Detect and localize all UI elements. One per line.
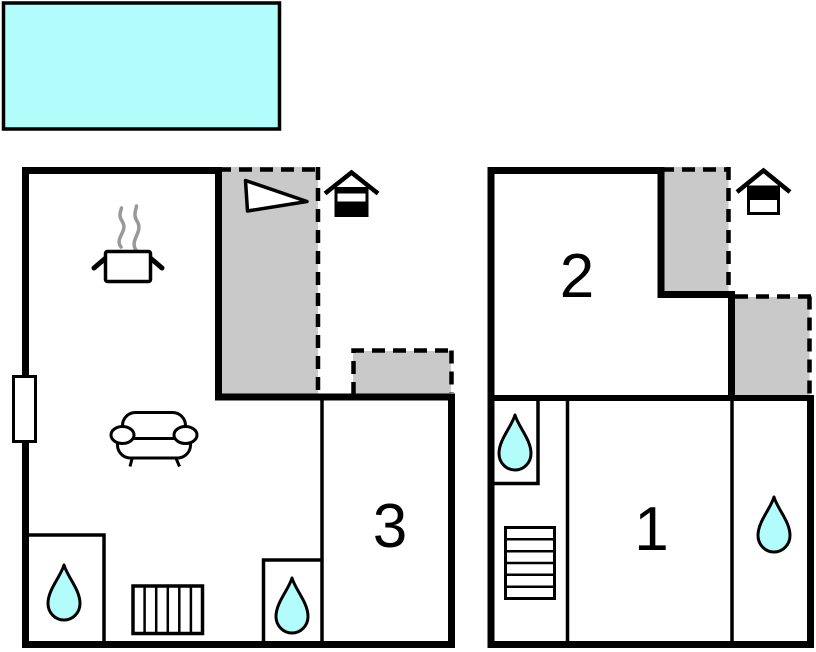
terrace-area xyxy=(664,167,729,295)
sofa-armrest xyxy=(172,425,199,445)
left-floor-plan: 3 xyxy=(12,167,455,648)
bathroom-partition xyxy=(494,401,540,486)
house-roof xyxy=(735,167,792,194)
terrace-area xyxy=(353,351,451,394)
house-entrance-icon xyxy=(323,169,380,217)
house-roof xyxy=(323,169,380,196)
sofa-icon xyxy=(109,411,199,468)
terrace-dashed-border xyxy=(661,167,731,294)
steam-icon xyxy=(132,204,141,252)
radiator-fins xyxy=(143,586,193,634)
terrace-dashed-border xyxy=(351,348,454,395)
room-label: 3 xyxy=(373,492,407,561)
steam-icon xyxy=(117,206,126,249)
house-outline xyxy=(747,185,780,215)
terrace-dashed-border xyxy=(735,294,812,395)
direction-triangle-icon xyxy=(243,178,309,213)
house-black-half xyxy=(336,201,367,216)
window-marker xyxy=(12,375,37,443)
terrace-dashed-border xyxy=(218,167,321,395)
water-drop-icon xyxy=(274,576,310,635)
water-drop-icon xyxy=(46,563,82,622)
terrace-area xyxy=(735,297,810,395)
pot-body xyxy=(103,249,153,284)
room-label: 1 xyxy=(634,495,668,564)
stairs-icon xyxy=(504,526,556,600)
room-label: 2 xyxy=(560,242,594,311)
bathroom-partition xyxy=(24,533,106,643)
house-black-half xyxy=(748,186,779,200)
interior-wall xyxy=(565,401,734,643)
cooking-pot-icon xyxy=(91,204,165,284)
sofa-armrest xyxy=(109,425,136,445)
stairs-steps xyxy=(505,538,555,588)
exterior-wall xyxy=(487,167,814,648)
water-drop-icon xyxy=(756,495,792,554)
water-drop-icon xyxy=(497,413,533,472)
radiator-icon xyxy=(131,584,205,636)
swimming-pool xyxy=(1,1,282,131)
right-floor-plan: 2 1 xyxy=(487,167,814,648)
house-entrance-icon xyxy=(735,167,792,215)
bathroom-partition xyxy=(261,558,322,643)
